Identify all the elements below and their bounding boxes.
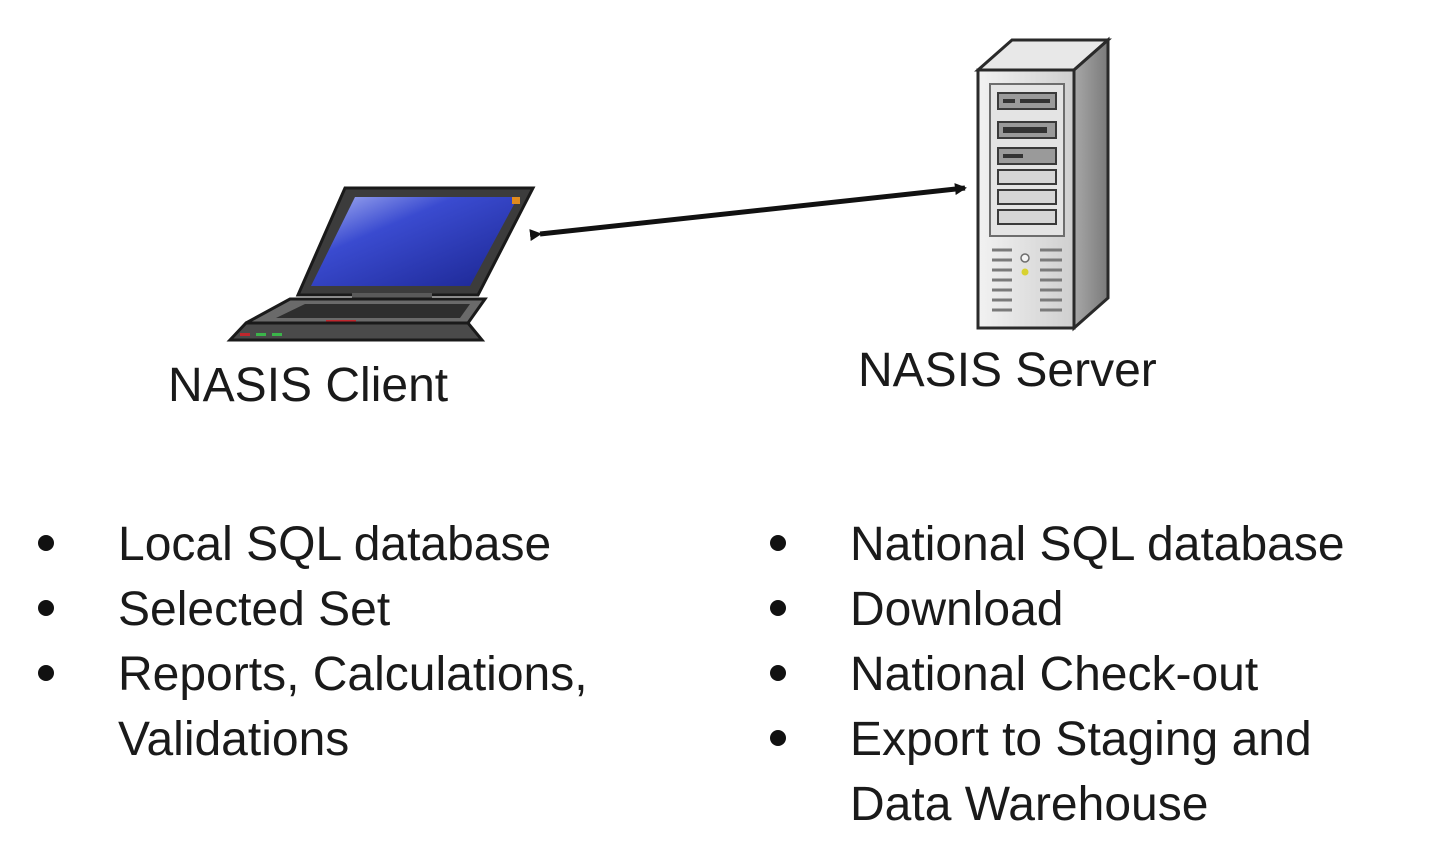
bullet-icon (770, 535, 786, 551)
server-tower-icon (974, 36, 1112, 332)
list-item-text: Reports, Calculations, Validations (118, 648, 588, 766)
bullet-icon (770, 730, 786, 746)
connection-arrow (529, 183, 967, 242)
list-item: Local SQL database (38, 512, 678, 577)
bullet-icon (770, 600, 786, 616)
bullet-icon (38, 600, 54, 616)
bullet-icon (770, 665, 786, 681)
list-item-text: Export to Staging and Data Warehouse (850, 713, 1312, 831)
list-item: Export to Staging and Data Warehouse (770, 707, 1390, 837)
list-item-text: Download (850, 583, 1064, 636)
list-item: Reports, Calculations, Validations (38, 642, 678, 772)
list-item: National SQL database (770, 512, 1430, 577)
list-item-text: Local SQL database (118, 518, 552, 571)
laptop-icon (226, 186, 536, 342)
server-feature-list: National SQL database Download National … (770, 512, 1430, 837)
bullet-icon (38, 535, 54, 551)
client-label: NASIS Client (168, 359, 449, 412)
client-feature-list: Local SQL database Selected Set Reports,… (38, 512, 678, 772)
list-item-text: National Check-out (850, 648, 1259, 701)
list-item: National Check-out (770, 642, 1430, 707)
list-item: Selected Set (38, 577, 678, 642)
bullet-icon (38, 665, 54, 681)
list-item-text: National SQL database (850, 518, 1345, 571)
server-label: NASIS Server (858, 344, 1157, 397)
list-item: Download (770, 577, 1430, 642)
list-item-text: Selected Set (118, 583, 391, 636)
